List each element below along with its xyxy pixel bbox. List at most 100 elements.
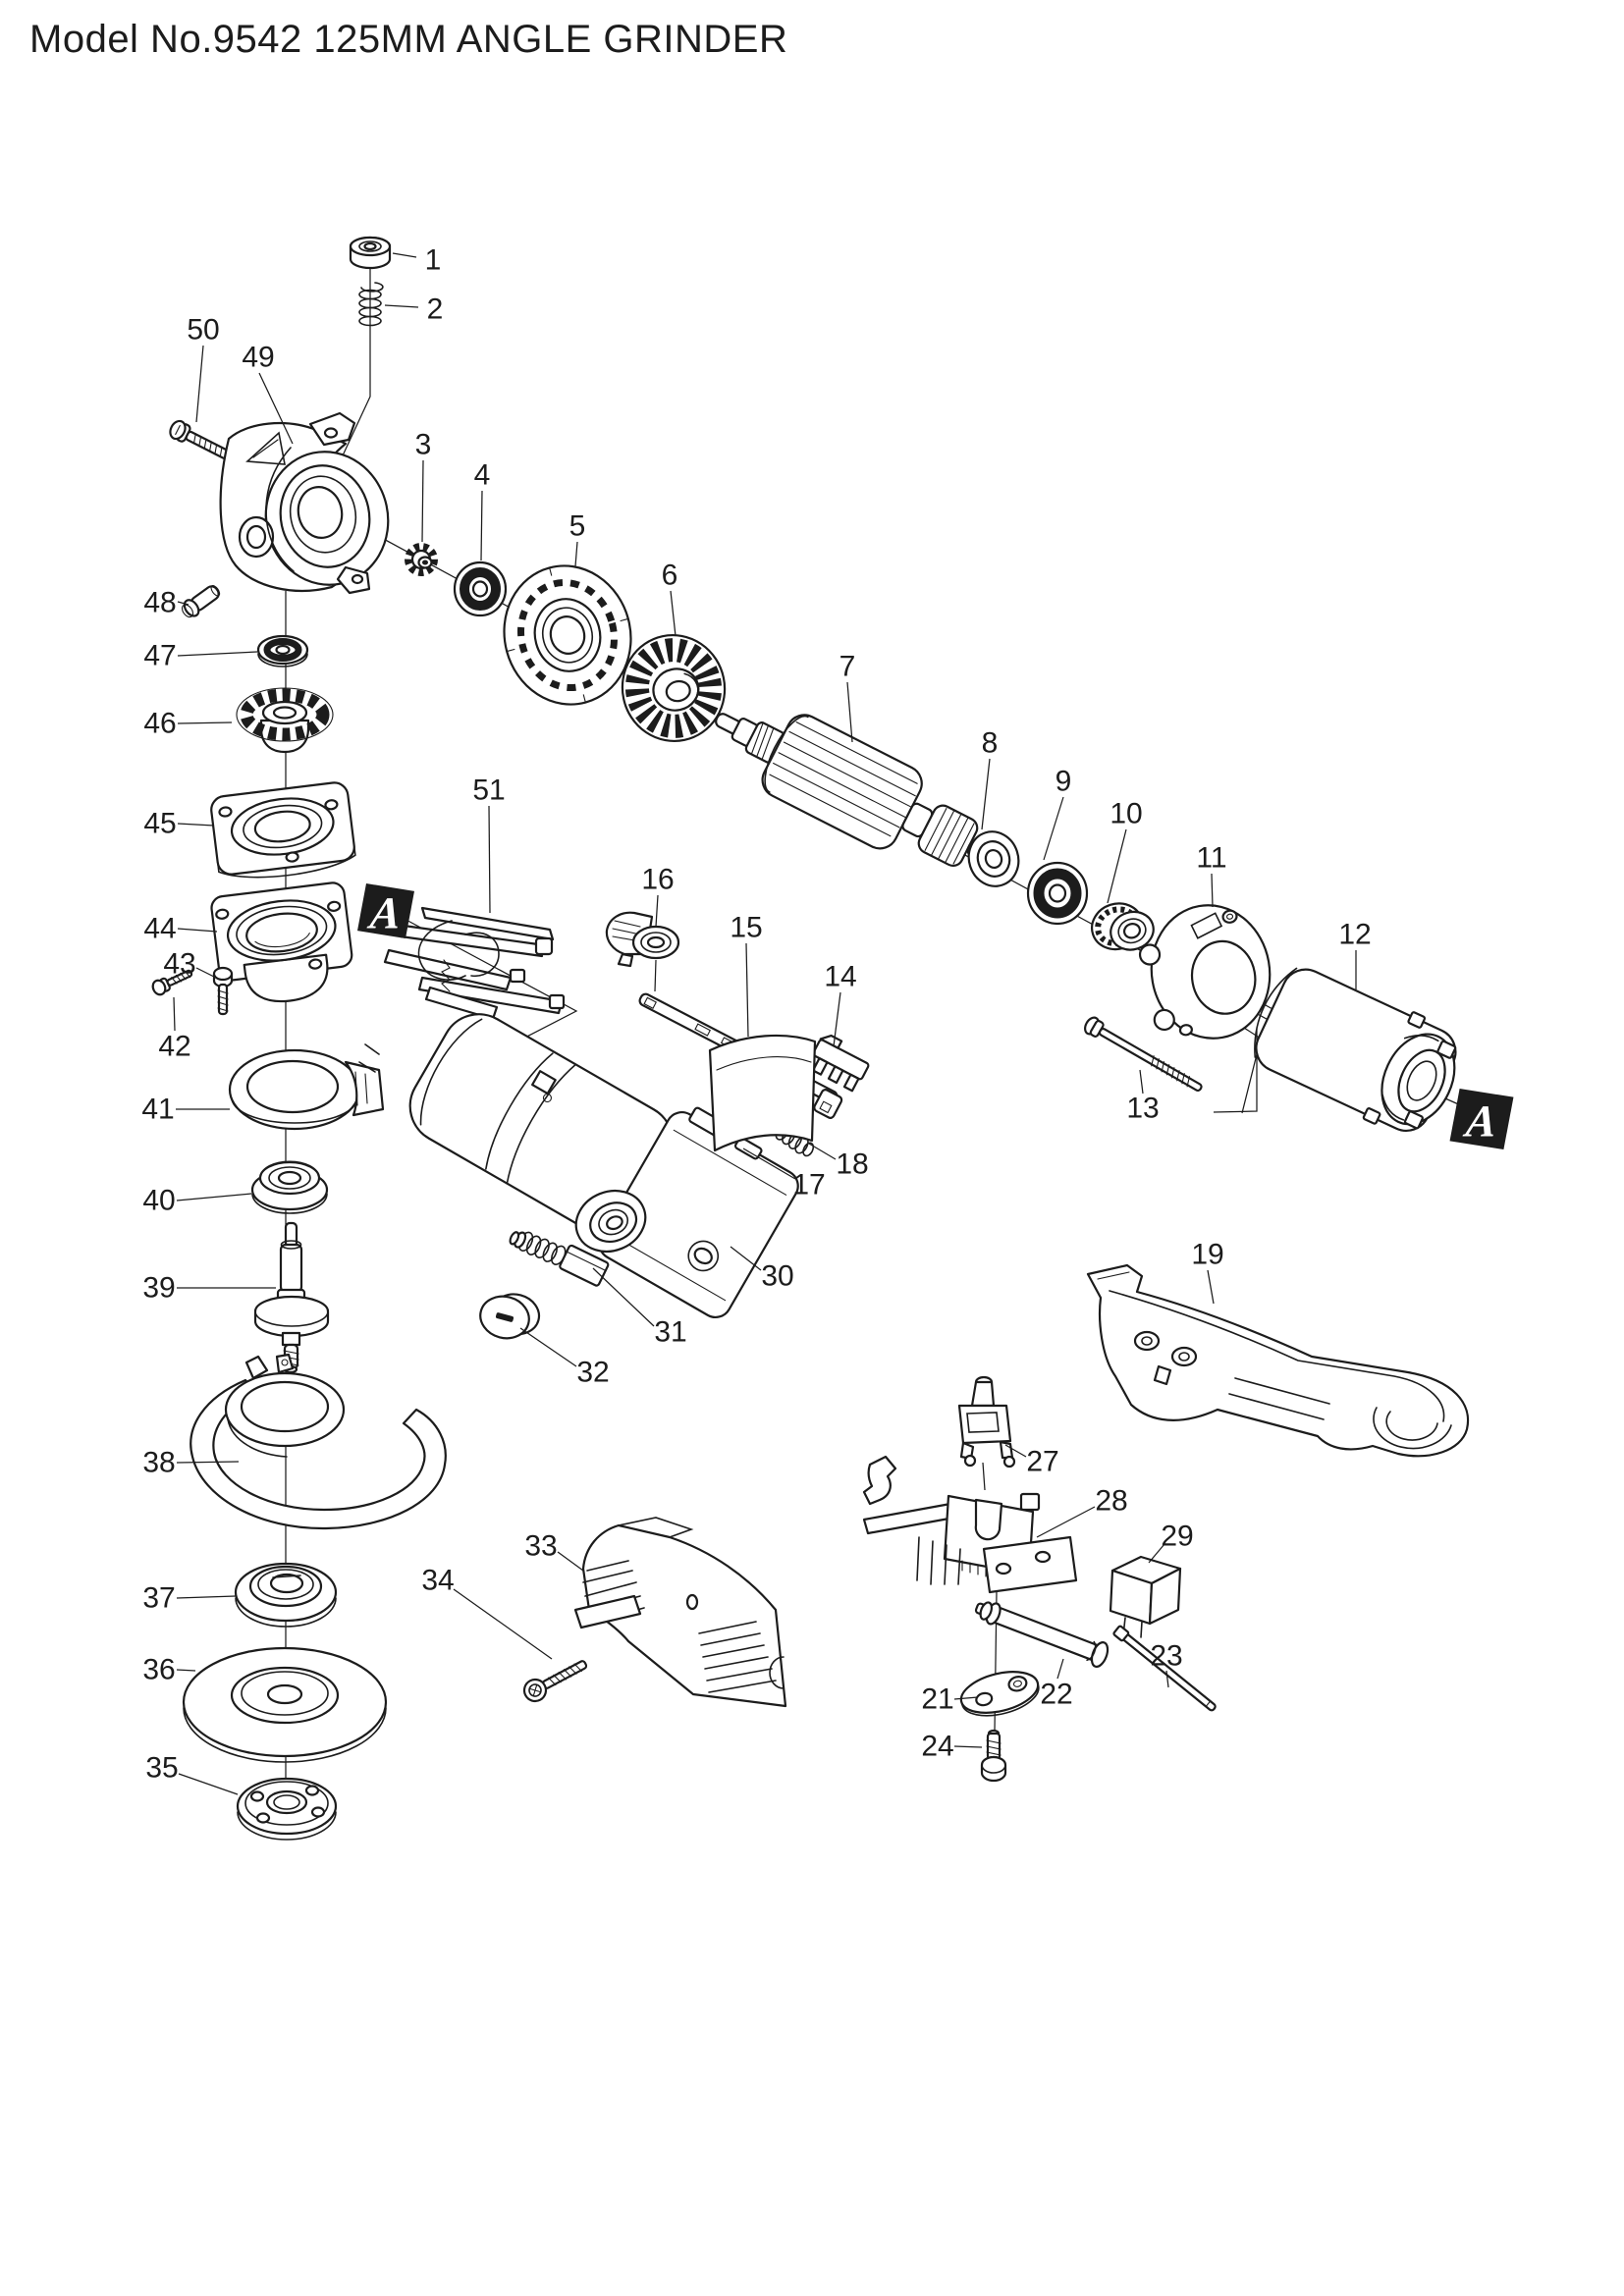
part-label-37: 37 bbox=[142, 1582, 175, 1615]
badge-letter: A bbox=[365, 888, 404, 938]
leader-line-2 bbox=[384, 304, 419, 308]
part-label-41: 41 bbox=[141, 1094, 174, 1126]
leader-line-30 bbox=[730, 1246, 762, 1271]
leader-line-22 bbox=[1056, 1658, 1064, 1680]
part-10-rubber-sleeve bbox=[1091, 902, 1155, 951]
leader-line-3 bbox=[421, 459, 424, 543]
leader-line-4 bbox=[480, 490, 483, 561]
part-label-46: 46 bbox=[143, 708, 176, 740]
part-44-bearing-box-cover bbox=[210, 881, 353, 1003]
part-label-48: 48 bbox=[143, 587, 176, 619]
part-11-baffle-plate-rear bbox=[1138, 904, 1272, 1040]
part-49-gear-housing bbox=[219, 411, 390, 595]
part-48-pin bbox=[181, 585, 221, 618]
part-label-27: 27 bbox=[1026, 1446, 1058, 1478]
part-label-13: 13 bbox=[1126, 1093, 1159, 1125]
part-label-7: 7 bbox=[839, 651, 856, 683]
part-label-9: 9 bbox=[1056, 766, 1072, 798]
leader-line-38 bbox=[176, 1461, 240, 1464]
leader-line-50 bbox=[195, 345, 204, 423]
part-label-44: 44 bbox=[143, 913, 176, 945]
part-31-carbon-brush bbox=[509, 1231, 610, 1287]
leader-line-36 bbox=[176, 1669, 196, 1672]
part-label-1: 1 bbox=[425, 244, 442, 277]
part-label-19: 19 bbox=[1191, 1239, 1223, 1271]
leader-line-34 bbox=[453, 1588, 553, 1660]
part-label-11: 11 bbox=[1196, 842, 1226, 875]
leader-line-7 bbox=[846, 681, 853, 743]
part-label-35: 35 bbox=[145, 1752, 178, 1785]
part-label-4: 4 bbox=[474, 459, 491, 492]
part-17-name-label bbox=[708, 1034, 817, 1152]
part-label-49: 49 bbox=[242, 342, 274, 374]
leader-line-42 bbox=[173, 996, 176, 1032]
leader-line-35 bbox=[178, 1773, 239, 1795]
leader-line-8 bbox=[981, 758, 991, 830]
leader-line-17 bbox=[742, 1148, 796, 1180]
leader-line-9 bbox=[1043, 796, 1064, 861]
part-3-pinion-gear bbox=[405, 543, 438, 576]
part-label-2: 2 bbox=[427, 294, 444, 326]
section-badges: AA bbox=[357, 883, 1514, 1149]
part-27-toggle-switch bbox=[957, 1375, 1016, 1468]
badge-letter: A bbox=[1461, 1096, 1499, 1147]
leader-line-11 bbox=[1211, 873, 1214, 908]
part-35-lock-nut bbox=[236, 1777, 338, 1841]
part-label-47: 47 bbox=[143, 640, 176, 672]
part-2-spring bbox=[358, 282, 384, 327]
page-title: Model No.9542 125MM ANGLE GRINDER bbox=[29, 18, 788, 61]
part-47-ball-bearing bbox=[256, 634, 309, 667]
leader-line-13 bbox=[1139, 1069, 1144, 1095]
part-21-washer-plate bbox=[959, 1671, 1040, 1717]
part-45-bearing-retainer bbox=[210, 781, 356, 879]
part-23-connecting-rod bbox=[1112, 1625, 1217, 1712]
part-37-inner-flange bbox=[234, 1562, 338, 1628]
part-33-rear-cover bbox=[573, 1517, 787, 1708]
leader-line-31 bbox=[592, 1267, 655, 1327]
leader-line-19 bbox=[1207, 1269, 1215, 1305]
leader-line-37 bbox=[176, 1595, 237, 1599]
leader-line-5 bbox=[574, 541, 578, 567]
part-label-30: 30 bbox=[761, 1260, 793, 1293]
leader-line-49 bbox=[258, 372, 294, 445]
part-4-ball-bearing bbox=[453, 561, 508, 617]
part-19-handle-cover bbox=[1086, 1263, 1470, 1458]
leader-line-33 bbox=[557, 1551, 584, 1572]
leader-line-29 bbox=[1148, 1543, 1165, 1564]
part-label-6: 6 bbox=[662, 560, 678, 592]
part-36-grinding-wheel bbox=[182, 1646, 388, 1763]
part-7-armature bbox=[715, 713, 1000, 868]
leader-line-10 bbox=[1107, 828, 1127, 904]
part-label-32: 32 bbox=[576, 1357, 609, 1389]
part-29-capacitor bbox=[1109, 1555, 1182, 1638]
part-9-ball-bearing bbox=[1026, 861, 1089, 926]
part-38-wheel-guard bbox=[189, 1353, 447, 1530]
part-label-40: 40 bbox=[142, 1185, 175, 1217]
leader-line-1 bbox=[392, 252, 417, 258]
part-label-42: 42 bbox=[158, 1031, 190, 1063]
leader-line-40 bbox=[176, 1193, 252, 1201]
part-label-10: 10 bbox=[1110, 798, 1142, 830]
leader-line-32 bbox=[519, 1327, 577, 1367]
part-label-24: 24 bbox=[921, 1731, 953, 1763]
leader-line-47 bbox=[177, 651, 258, 657]
part-12-field-stator bbox=[1254, 967, 1457, 1132]
part-label-8: 8 bbox=[982, 727, 999, 760]
part-40-flanged-bushing bbox=[250, 1160, 329, 1214]
leader-line-27 bbox=[1004, 1444, 1027, 1458]
part-label-50: 50 bbox=[187, 314, 219, 347]
part-label-38: 38 bbox=[142, 1447, 175, 1479]
part-label-5: 5 bbox=[569, 510, 586, 543]
leader-line-51 bbox=[488, 805, 491, 914]
part-label-43: 43 bbox=[163, 948, 195, 981]
part-label-31: 31 bbox=[654, 1316, 686, 1349]
part-28-switch-base bbox=[862, 1455, 1078, 1594]
part-label-3: 3 bbox=[415, 429, 432, 461]
part-34-screw bbox=[522, 1660, 588, 1703]
leader-line-44 bbox=[177, 928, 218, 933]
part-label-28: 28 bbox=[1095, 1485, 1127, 1518]
part-5-baffle-plate bbox=[503, 564, 632, 706]
part-label-39: 39 bbox=[142, 1272, 175, 1305]
